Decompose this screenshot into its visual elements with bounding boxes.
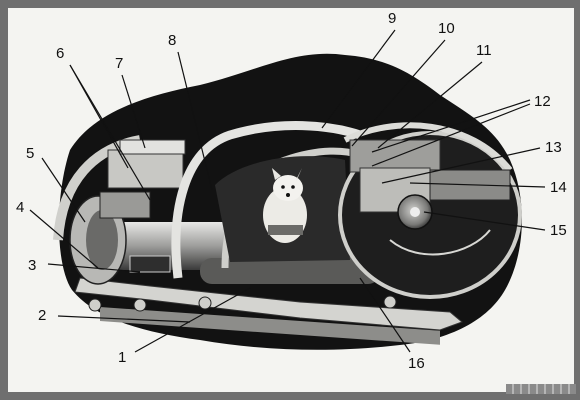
callout-12: 12 <box>534 93 551 110</box>
leader-2 <box>57 315 191 323</box>
base-frame <box>100 306 440 345</box>
callout-5: 5 <box>26 145 34 162</box>
leader-6b <box>69 64 129 169</box>
leader-11 <box>377 61 483 149</box>
leader-16 <box>359 277 411 353</box>
lower-cylinder-rear <box>200 258 380 284</box>
dog-ear-left <box>272 168 281 180</box>
callout-4: 4 <box>16 199 24 216</box>
base-bolt <box>133 298 147 312</box>
leader-4 <box>29 209 99 269</box>
leader-8 <box>177 51 213 191</box>
callout-10: 10 <box>438 20 455 37</box>
callout-14: 14 <box>550 179 567 196</box>
upper-left-box-top <box>119 139 186 155</box>
callout-13: 13 <box>545 139 562 156</box>
dog-harness <box>268 225 303 235</box>
base-bolt <box>383 295 397 309</box>
dog-head <box>273 175 303 201</box>
base-bolt <box>198 296 212 310</box>
leader-12a <box>371 99 531 153</box>
callout-16: 16 <box>408 355 425 372</box>
callout-9: 9 <box>388 10 396 27</box>
dog-nose <box>286 193 290 197</box>
dog-eye-right <box>291 185 295 189</box>
control-box <box>129 255 171 273</box>
base-rail <box>74 277 463 331</box>
wire-loop <box>389 229 491 256</box>
leader-14 <box>409 182 546 188</box>
callout-7: 7 <box>115 55 123 72</box>
left-end-cap-inner <box>86 210 118 270</box>
leader-9 <box>321 29 396 129</box>
callout-8: 8 <box>168 32 176 49</box>
callout-2: 2 <box>38 307 46 324</box>
left-instrument-box <box>99 191 151 219</box>
leader-3 <box>47 263 141 273</box>
leader-12b <box>371 103 531 167</box>
callout-1: 1 <box>118 349 126 366</box>
dog-eye-left <box>281 185 285 189</box>
front-arch-frame <box>171 121 362 279</box>
callout-15: 15 <box>550 222 567 239</box>
callout-11: 11 <box>476 42 492 59</box>
dog <box>263 168 307 243</box>
leader-15 <box>423 211 546 231</box>
drive-wheel-hub <box>410 207 420 217</box>
leader-10 <box>351 39 446 147</box>
leader-1 <box>134 287 251 353</box>
leader-7 <box>121 74 146 149</box>
dog-ear-right <box>296 168 302 182</box>
upper-left-box <box>107 149 184 189</box>
leader-13 <box>381 147 541 184</box>
leader-5 <box>41 157 86 223</box>
base-bolt <box>88 298 102 312</box>
leader-lines <box>29 29 546 353</box>
print-edge-strip <box>506 384 576 394</box>
callout-6: 6 <box>56 45 64 62</box>
callout-3: 3 <box>28 257 36 274</box>
